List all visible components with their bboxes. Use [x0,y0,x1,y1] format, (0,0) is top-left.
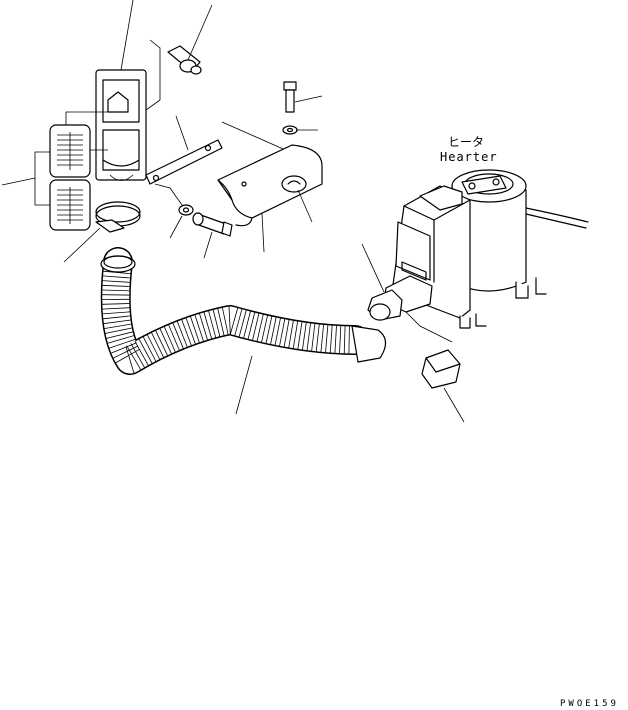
hose-rib [348,325,350,354]
hose-rib [102,275,131,279]
hose-rib [155,330,168,356]
hose-rib [234,308,243,336]
bolt-part [192,212,233,259]
hose-rib [125,346,135,374]
hose-rib [252,313,260,341]
hose-rib [130,343,145,368]
hose-rib [212,309,221,337]
hose-rib [315,323,320,352]
hose-rib [101,289,130,292]
hose-rib [190,316,200,343]
hose-rib [306,322,311,351]
screw-part [145,4,213,111]
hose-rib [292,321,299,349]
heater-label-jp: ヒータ [448,135,484,149]
hose-rib [229,307,239,335]
hose-rib [288,320,294,348]
drawing-code: PWOE159 [560,699,619,709]
hose-rib [172,322,184,349]
hose-rib [199,313,208,341]
hose-rib [320,324,324,353]
hose-rib [217,308,225,336]
hose-rib [265,316,273,344]
hose-rib [108,338,136,349]
hose-rib [279,318,286,347]
hose-rib [104,327,133,334]
hose-rib [103,319,132,325]
hose-rib [302,322,307,351]
hose-rib [168,324,180,351]
hose-rib [102,315,131,320]
heater-unit [361,169,589,343]
hose-rib [134,340,149,366]
bolt-top [282,81,323,135]
hose-rib [311,323,316,352]
hose-rib [194,314,204,342]
hose-rib [159,328,172,355]
heater-label-en: Hearter [440,150,498,164]
hose-rib [274,317,281,346]
vent-bracket-assembly [1,0,147,231]
hose-rib [270,317,277,345]
hose-rib [261,315,268,343]
hose-rib [247,312,256,340]
hose-rib [105,331,134,339]
duct-cover-plate [217,144,323,253]
hose-rib [181,319,192,346]
hose-rib [283,319,290,348]
hose-rib [101,303,130,305]
hose-rib [102,280,131,283]
hose-rib [163,326,176,353]
washer-part [169,204,194,239]
hose-rib [343,325,346,354]
hose-rib [101,307,131,310]
hose-rib [126,345,142,371]
flexible-duct-hose [100,247,387,415]
hose-rib [243,311,251,339]
mounting-strip [145,115,291,206]
hose-rib [107,335,135,344]
hose-rib [138,338,153,364]
hose-rib [228,306,231,335]
hose-rib [110,342,137,354]
hose-rib [329,325,333,354]
hose-rib [101,284,131,287]
hose-rib [203,311,213,340]
hose-rib [102,311,131,315]
hose-rib [221,307,229,335]
hose-rib [339,325,342,354]
hose-rib [103,323,132,329]
hose-rib [325,324,329,353]
hose-rib [146,334,161,360]
hose-clamp [63,201,141,263]
hose-rib [334,325,337,354]
hose-rib [238,309,247,338]
hose-rib [256,314,264,342]
hose-rib [151,332,165,358]
hose-rib [297,321,303,350]
hose-rib [208,310,217,338]
hose-rib [176,320,188,348]
hose-rib [142,336,157,362]
duct-adapter [421,349,465,423]
hose-rib [185,317,196,345]
